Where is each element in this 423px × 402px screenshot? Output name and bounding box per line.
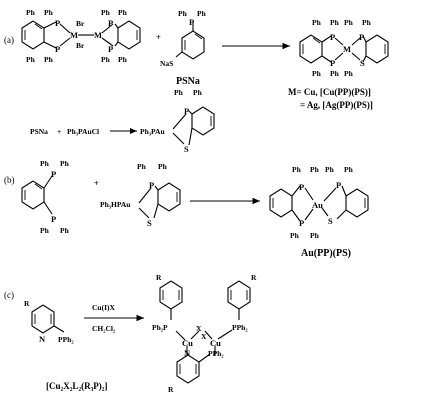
halide-atom: X bbox=[201, 332, 207, 341]
phosphorus-atom: P bbox=[55, 44, 60, 54]
ph-label: Ph bbox=[101, 8, 111, 17]
phosphorus-atom: P bbox=[336, 180, 341, 190]
halide-atom: X bbox=[196, 324, 202, 333]
phosphorus-atom: P bbox=[359, 32, 364, 42]
ph-label: Ph bbox=[325, 165, 335, 174]
ph-label: Ph bbox=[310, 165, 320, 174]
pph2-label: PPh₂ bbox=[232, 323, 248, 332]
ph-label: Ph bbox=[158, 162, 168, 171]
cui-x-reagent: Cu(I)X bbox=[92, 303, 116, 312]
m-ag-label: = Ag, [Ag(PP)(PS)] bbox=[300, 100, 373, 110]
ph-label: Ph bbox=[26, 55, 36, 64]
sulfur-atom: S bbox=[328, 216, 333, 226]
phosphorus-atom: P bbox=[330, 58, 335, 68]
nitrogen-atom: N bbox=[184, 348, 191, 358]
phosphorus-atom: P bbox=[184, 106, 189, 116]
ph-label: Ph bbox=[137, 162, 147, 171]
ph-label: Ph bbox=[312, 69, 322, 78]
solvent-label: CH₂Cl₂ bbox=[92, 324, 116, 333]
ph-label: Ph bbox=[44, 55, 54, 64]
phosphorus-atom: P bbox=[299, 182, 304, 192]
phosphorus-atom: P bbox=[189, 17, 194, 27]
au-pp-ps-product-structure bbox=[269, 185, 369, 222]
ph-label: Ph bbox=[101, 55, 111, 64]
sodium-thiolate-label: NaS bbox=[160, 59, 173, 68]
ph-label: Ph bbox=[344, 69, 354, 78]
ph2p-label: Ph₂P bbox=[152, 323, 168, 332]
gold-atom: Au bbox=[312, 200, 323, 210]
ph-label: Ph bbox=[312, 18, 322, 27]
phosphorus-atom: P bbox=[149, 180, 154, 190]
phosphorus-atom: P bbox=[51, 169, 56, 179]
ph-label: Ph bbox=[118, 8, 128, 17]
phosphorus-atom: P bbox=[108, 44, 113, 54]
ph-label: Ph bbox=[40, 159, 50, 168]
copper-dimer-structure bbox=[159, 280, 251, 384]
pph2-label: PPh₂ bbox=[208, 349, 224, 358]
gold-ps-structure bbox=[172, 106, 215, 146]
ph-label: Ph bbox=[310, 231, 320, 240]
m-pp-ps-product-structure bbox=[299, 34, 389, 64]
diphosphine-structure bbox=[21, 175, 53, 215]
ph-label: Ph bbox=[118, 55, 128, 64]
m-cu-label: M= Cu, [Cu(PP)(PS)] bbox=[288, 87, 371, 97]
psna-label: PSNa bbox=[176, 76, 200, 87]
panel-label-b: (b) bbox=[4, 175, 15, 185]
plus-sign: + bbox=[156, 32, 161, 42]
phosphorus-atom: P bbox=[299, 218, 304, 228]
ph-label: Ph bbox=[344, 165, 354, 174]
sulfur-atom: S bbox=[184, 144, 189, 154]
r-substituent: R bbox=[168, 385, 174, 394]
ph-label: Ph bbox=[193, 88, 203, 97]
psna-structure bbox=[175, 22, 205, 60]
metal-dimer-structure bbox=[21, 20, 141, 50]
ph-label: Ph bbox=[44, 8, 54, 17]
plus-sign: + bbox=[94, 178, 99, 188]
copper-atom: Cu bbox=[182, 338, 193, 348]
ph3hpau-label: Ph₃HPAu bbox=[100, 200, 130, 209]
pyridylphosphine-structure bbox=[31, 304, 65, 334]
phosphorus-atom: P bbox=[108, 18, 113, 28]
ph-label: Ph bbox=[174, 88, 184, 97]
r-substituent: R bbox=[156, 273, 162, 282]
ph-label: Ph bbox=[26, 8, 36, 17]
panel-label-a: (a) bbox=[4, 35, 14, 45]
ph-label: Ph bbox=[197, 9, 207, 18]
ph-label: Ph bbox=[178, 9, 188, 18]
ph-label: Ph bbox=[60, 226, 70, 235]
pph2-label: PPh₂ bbox=[58, 335, 74, 344]
phosphorus-atom: P bbox=[51, 214, 56, 224]
sulfur-atom: S bbox=[360, 58, 365, 68]
metal-atom: M bbox=[343, 44, 351, 54]
phosphorus-atom: P bbox=[330, 32, 335, 42]
ph3paucl-label: Ph₃PAuCl bbox=[67, 127, 99, 136]
r-substituent: R bbox=[24, 299, 30, 308]
ph-label: Ph bbox=[40, 226, 50, 235]
panel-label-c: (c) bbox=[4, 290, 14, 300]
r-substituent: R bbox=[251, 273, 257, 282]
ph-label: Ph bbox=[330, 18, 340, 27]
ph-label: Ph bbox=[344, 18, 354, 27]
sulfur-atom: S bbox=[147, 218, 152, 228]
ph-label: Ph bbox=[290, 231, 300, 240]
psna-reagent-label: PSNa bbox=[30, 127, 48, 136]
ph3pau-label: Ph₃PAu bbox=[140, 127, 165, 136]
au-pp-ps-label: Au(PP)(PS) bbox=[301, 248, 351, 259]
bromine-atom: Br bbox=[76, 19, 85, 28]
gold-thiolate-structure bbox=[138, 182, 181, 219]
bromine-atom: Br bbox=[76, 41, 85, 50]
copper-complex-formula: [Cu₂X₂L₂(R₃P)₂] bbox=[46, 381, 107, 391]
ph-label: Ph bbox=[60, 159, 70, 168]
copper-atom: Cu bbox=[210, 338, 221, 348]
plus-sign: + bbox=[57, 127, 61, 136]
ph-label: Ph bbox=[292, 165, 302, 174]
ph-label: Ph bbox=[362, 18, 372, 27]
metal-atom: M bbox=[94, 30, 102, 40]
phosphorus-atom: P bbox=[55, 18, 60, 28]
metal-atom: M bbox=[70, 30, 78, 40]
ph-label: Ph bbox=[330, 69, 340, 78]
nitrogen-atom: N bbox=[39, 334, 46, 344]
